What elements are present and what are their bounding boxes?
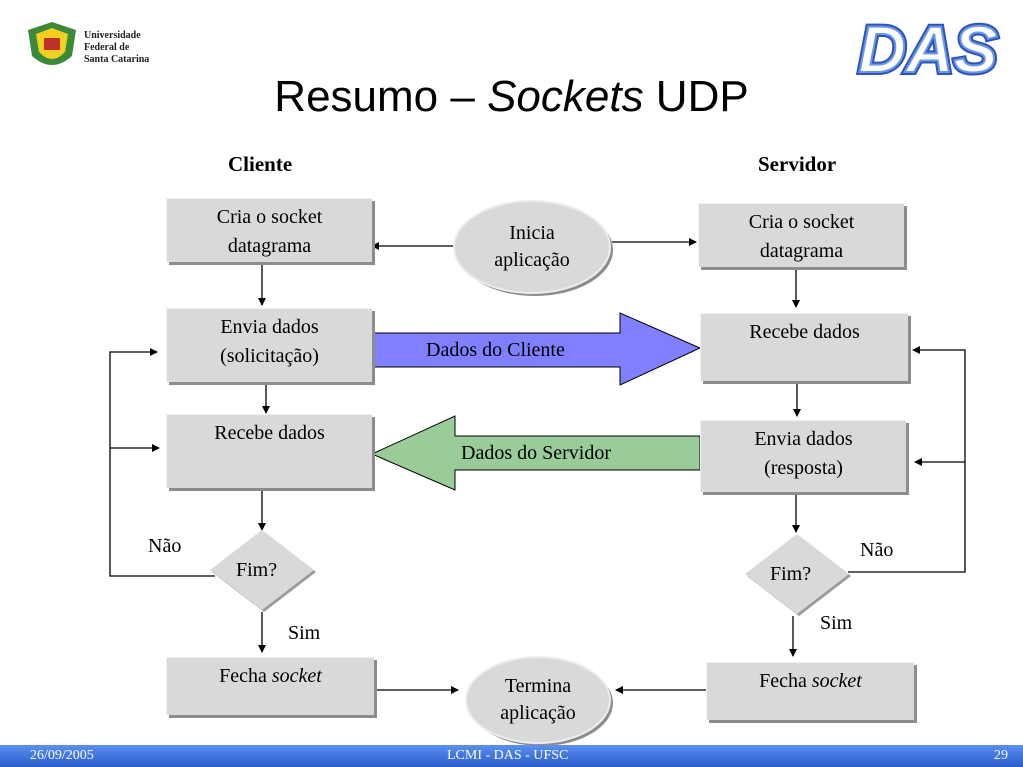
end-node: Termina aplicação [466,657,610,743]
server-yes-label: Sim [820,612,853,634]
ufsc-logo-line-3: Santa Catarina [84,54,149,65]
server-receive-data-label: Recebe dados [749,321,860,343]
server-data-arrow [370,415,701,491]
client-decision-label: Fim? [236,559,278,581]
das-logo-text-inner: DAS [858,12,997,84]
server-send-data-line-1: Envia dados [754,428,853,450]
das-logo: DAS DAS [848,9,1008,89]
client-close-italic: socket [271,665,322,687]
client-send-data-line-2: (solicitação) [220,345,319,367]
server-create-socket-box: Cria o socket datagrama [698,203,904,267]
server-receive-data-box: Recebe dados [700,313,908,381]
end-node-line-1: Termina [504,675,572,697]
server-close-prefix: Fecha [759,670,812,692]
page-title: Resumo – Sockets UDP [0,72,1023,122]
client-send-data-box: Envia dados (solicitação) [166,308,372,382]
server-decision-label: Fim? [770,563,812,585]
end-node-line-2: aplicação [500,702,576,724]
title-italic: Sockets [487,72,644,121]
start-node-line-1: Inicia [509,222,555,244]
ufsc-logo-line-1: Universidade [84,30,141,41]
arrow-server-loop-to-receive [848,346,966,573]
server-no-label: Não [860,539,894,561]
start-node-ellipse [453,200,611,294]
client-decision-diamond [210,530,314,610]
client-no-label: Não [148,535,182,557]
ufsc-logo-line-2: Federal de [84,42,130,53]
server-decision-diamond [745,534,849,614]
client-send-data-line-1: Envia dados [220,316,319,338]
client-close-prefix: Fecha [219,665,272,687]
footer-page-number: 29 [994,748,1008,763]
client-data-arrow-label: Dados do Cliente [426,339,565,361]
client-heading: Cliente [228,152,293,176]
client-receive-data-label: Recebe dados [214,422,325,444]
client-yes-label: Sim [288,622,321,644]
server-send-data-box: Envia dados (resposta) [700,420,906,492]
client-create-socket-box: Cria o socket datagrama [166,198,372,262]
server-close-italic: socket [811,670,862,692]
ufsc-logo: Universidade Federal de Santa Catarina [22,16,162,78]
server-create-socket-line-1: Cria o socket [748,211,855,233]
server-data-arrow-label: Dados do Servidor [461,442,611,464]
footer-bar: 26/09/2005 LCMI - DAS - UFSC 29 [0,745,1023,767]
end-node-ellipse [465,656,611,744]
title-suffix: UDP [643,72,749,121]
title-prefix: Resumo – [274,72,488,121]
client-create-socket-line-1: Cria o socket [216,206,323,228]
client-data-arrow [373,312,702,386]
server-create-socket-line-2: datagrama [759,240,844,262]
footer-center: LCMI - DAS - UFSC [447,748,569,763]
start-node: Inicia aplicação [455,203,609,291]
start-node-line-2: aplicação [494,249,570,271]
client-create-socket-line-2: datagrama [227,235,312,257]
server-close-socket-box: Fecha socket [706,662,914,720]
client-receive-data-box: Recebe dados [166,414,372,488]
client-close-socket-box: Fecha socket [166,657,374,715]
das-logo-text: DAS [858,12,997,84]
server-heading: Servidor [758,152,837,176]
server-send-data-line-2: (resposta) [764,457,843,479]
footer-date: 26/09/2005 [30,748,94,763]
arrow-client-loop-to-send [109,348,215,577]
